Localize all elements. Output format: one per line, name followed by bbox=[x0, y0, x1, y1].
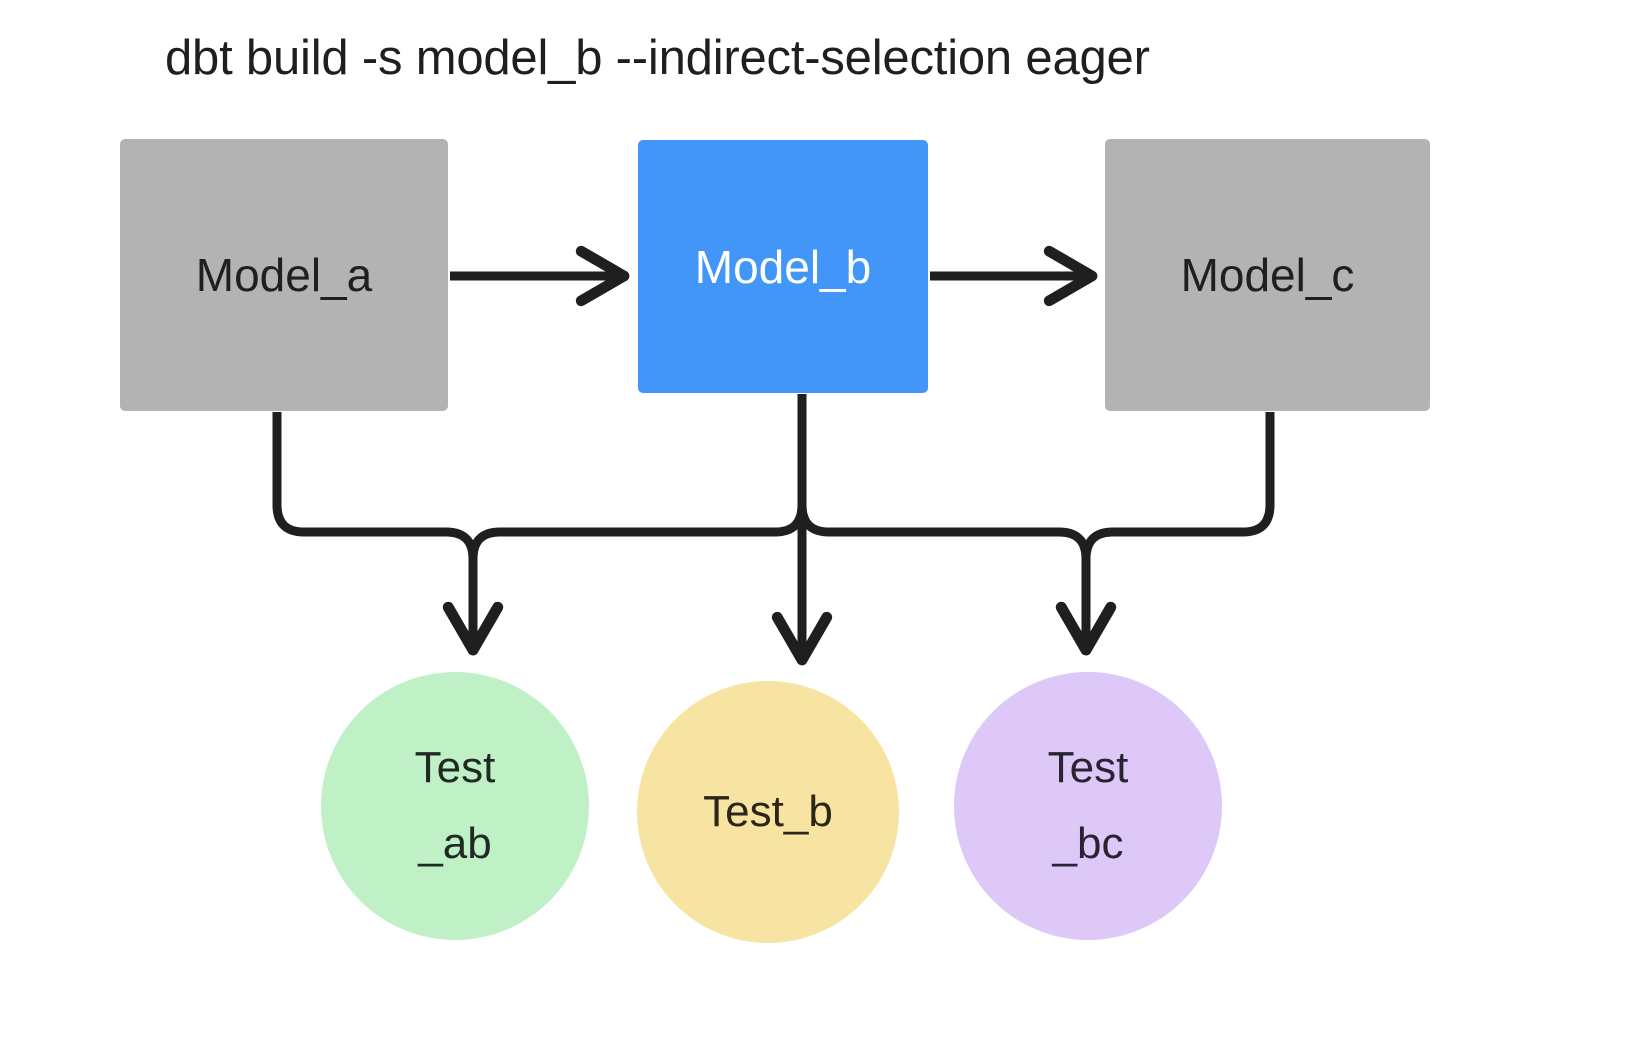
node-model-a-label: Model_a bbox=[195, 249, 373, 301]
edge-model-b-to-test-bc-line bbox=[797, 412, 1117, 656]
edge-model-b-to-test-ab-line bbox=[442, 412, 807, 656]
node-test-bc-label: Test _bc bbox=[1047, 743, 1129, 868]
node-model-c-label: Model_c bbox=[1180, 249, 1355, 301]
node-model-c[interactable]: Model_c bbox=[1105, 139, 1430, 411]
node-model-b[interactable]: Model_b bbox=[638, 140, 928, 393]
node-test-bc[interactable]: Test _bc bbox=[954, 672, 1222, 940]
diagram-title: dbt build -s model_b --indirect-selectio… bbox=[165, 31, 1150, 85]
node-test-ab[interactable]: Test _ab bbox=[321, 672, 589, 940]
edge-model-a-to-test-ab-line bbox=[272, 412, 504, 656]
edge-model-c-to-test-bc-line bbox=[1055, 412, 1275, 656]
node-test-ab-label: Test _ab bbox=[414, 743, 496, 868]
node-model-b-label: Model_b bbox=[694, 240, 872, 293]
node-test-b[interactable]: Test_b bbox=[637, 681, 899, 943]
node-test-b-label: Test_b bbox=[703, 787, 833, 836]
node-model-a[interactable]: Model_a bbox=[120, 139, 448, 411]
